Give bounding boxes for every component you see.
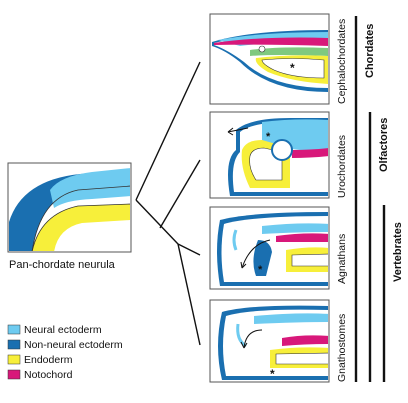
olfactores-label: Olfactores	[378, 118, 390, 172]
urochordates-label: Urochordates	[336, 135, 348, 198]
urochordates-panel: *	[209, 111, 330, 199]
endoderm-layer	[32, 204, 130, 251]
urochordates-asterisk: *	[266, 131, 271, 143]
agnathans-asterisk: *	[258, 264, 263, 276]
taxon-labels: Cephalochordates Urochordates Agnathans …	[336, 19, 348, 382]
clade-bars	[354, 16, 386, 382]
gnathostomes-label: Gnathostomes	[336, 314, 348, 382]
phylogeny-tree	[135, 61, 201, 346]
legend-swatch-non-neural-ectoderm	[7, 339, 21, 350]
cephalochordates-asterisk: *	[290, 61, 295, 75]
legend-label-endoderm: Endoderm	[24, 354, 73, 366]
legend-label-neural-ectoderm: Neural ectoderm	[24, 324, 102, 336]
gnathostomes-asterisk: *	[270, 367, 275, 381]
cephalochordates-label: Cephalochordates	[336, 19, 348, 104]
vertebrates-label: Vertebrates	[392, 222, 404, 282]
chordates-label: Chordates	[364, 24, 376, 78]
legend-swatch-endoderm	[7, 354, 21, 365]
legend-label-notochord: Notochord	[24, 369, 73, 381]
legend-swatch-neural-ectoderm	[7, 324, 21, 335]
neural-ectoderm-layer	[50, 168, 130, 208]
legend: Neural ectoderm Non-neural ectoderm Endo…	[7, 324, 123, 381]
non-neural-ectoderm-layer	[9, 170, 130, 251]
pan-chordate-label: Pan-chordate neurula	[9, 259, 116, 271]
agnathans-panel: *	[209, 206, 330, 290]
clade-labels: Chordates Olfactores Vertebrates	[364, 24, 404, 282]
agnathans-label: Agnathans	[336, 234, 348, 284]
legend-swatch-notochord	[7, 369, 21, 380]
pan-chordate-panel: Pan-chordate neurula	[7, 162, 132, 271]
cephalochordates-panel: *	[209, 13, 330, 105]
legend-label-non-neural-ectoderm: Non-neural ectoderm	[24, 339, 123, 351]
gnathostomes-panel: *	[209, 299, 330, 383]
